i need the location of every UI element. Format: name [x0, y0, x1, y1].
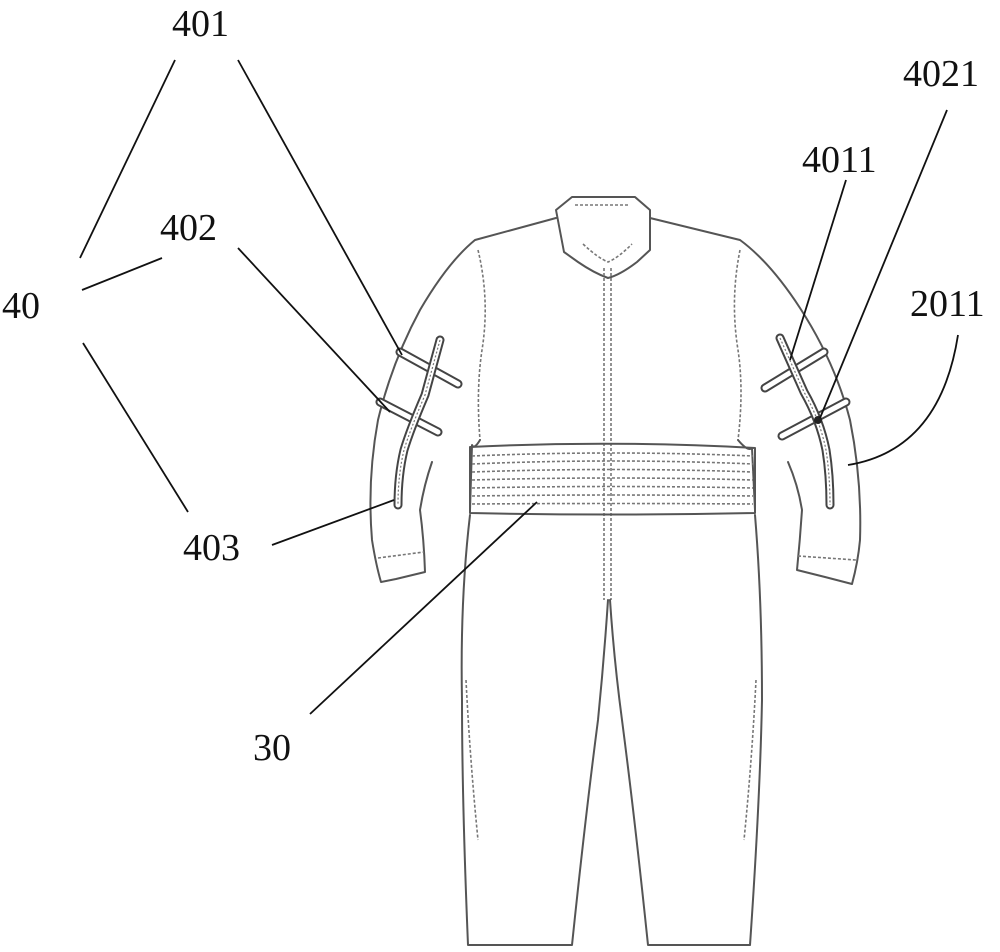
right-arm-straps [765, 338, 846, 505]
belt-stripe-4 [472, 478, 753, 480]
coverall-garment [370, 197, 860, 945]
label-4011: 4011 [802, 139, 877, 181]
leader-40-to-403 [83, 343, 188, 512]
left-cuff [378, 552, 424, 558]
right-leg-seam [744, 680, 756, 840]
right-armhole-seam [734, 250, 741, 440]
belt-stripe-7 [472, 504, 753, 505]
belt-stripe-6 [472, 495, 753, 496]
left-sleeve [370, 218, 556, 582]
label-30: 30 [253, 727, 291, 769]
left-arm-straps [380, 340, 458, 505]
label-403: 403 [183, 527, 240, 569]
torso-left-side [470, 440, 480, 510]
belt-stripe-1 [472, 453, 753, 456]
leg-left [462, 515, 608, 945]
leg-right [610, 515, 762, 945]
leader-4011 [790, 180, 846, 360]
leader-401 [238, 60, 402, 355]
collar-inner-seam [583, 244, 632, 262]
zipper [604, 268, 611, 600]
label-402: 402 [160, 207, 217, 249]
belt-stripe-3 [472, 470, 753, 473]
leader-2011 [848, 335, 958, 465]
label-401: 401 [172, 3, 229, 45]
belt-stripe-2 [472, 461, 753, 464]
leader-403 [272, 500, 394, 545]
belt-stripe-5 [472, 487, 753, 489]
reference-labels: 401 402 40 403 30 4021 4011 2011 [2, 3, 985, 769]
torso-right-side [738, 440, 755, 510]
leader-40-to-402 [82, 258, 162, 290]
waist-belt [470, 444, 755, 515]
right-cuff [798, 556, 856, 560]
leader-402 [238, 248, 390, 412]
label-4021: 4021 [903, 53, 979, 95]
label-40: 40 [2, 285, 40, 327]
left-armhole-seam [478, 250, 485, 440]
collar [556, 197, 650, 278]
label-2011: 2011 [910, 283, 985, 325]
left-leg-seam [466, 680, 478, 840]
